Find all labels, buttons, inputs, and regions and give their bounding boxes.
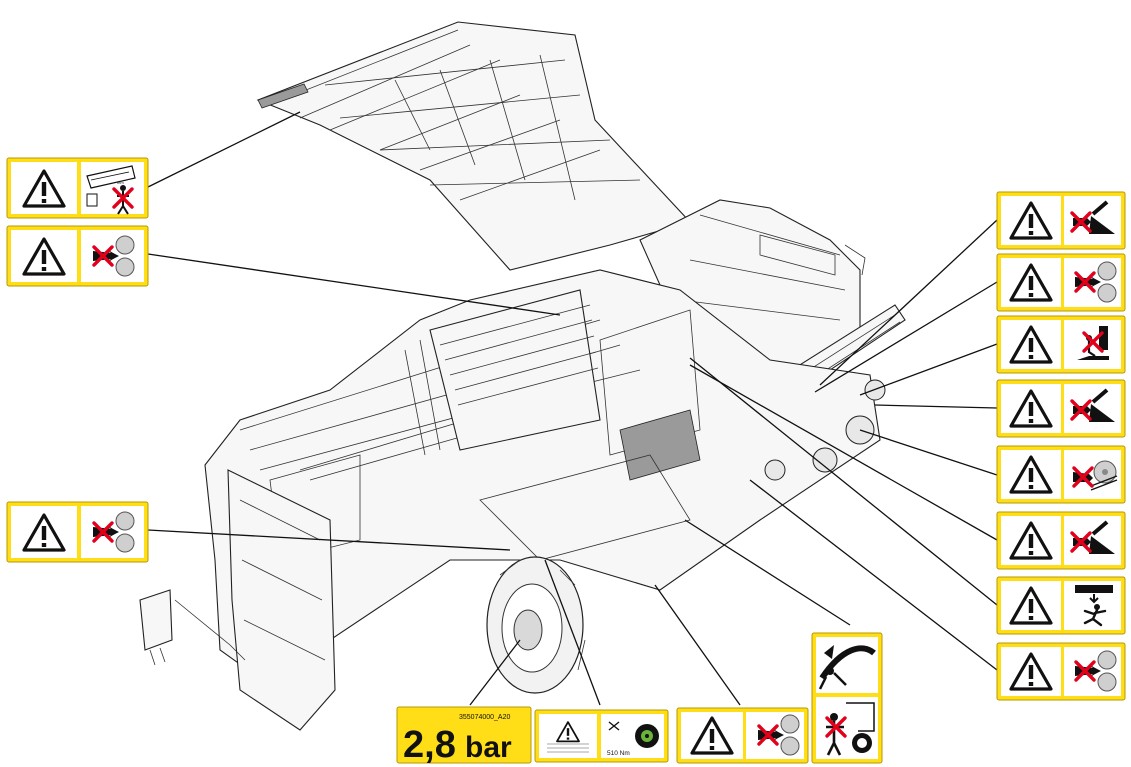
decal-crush-hazard-top xyxy=(6,225,149,287)
decal-falling-load xyxy=(996,576,1126,635)
pressure-value: 2,8 xyxy=(403,724,456,766)
harvester-drawing xyxy=(139,21,906,731)
wheel xyxy=(486,556,586,694)
decal-crush-hazard-right-1 xyxy=(996,253,1126,312)
decal-wheel-nut-torque: 510 Nm xyxy=(534,709,669,763)
wheel-nut-torque-icon xyxy=(608,721,659,748)
decal-pinch-point-2 xyxy=(996,379,1126,438)
svg-text:mm: mm xyxy=(117,180,124,185)
decal-tyre-pressure: 355074000_A20 2,8 bar xyxy=(396,706,532,766)
conveyor-draw-in-icon: mm xyxy=(86,165,136,215)
pressure-unit: bar xyxy=(465,731,512,764)
elevator-boom xyxy=(256,21,692,271)
decal-crush-hazard-right-2 xyxy=(996,642,1126,701)
decal-entanglement xyxy=(996,445,1126,504)
decal-no-standing xyxy=(996,315,1126,374)
decal-vertical-entanglement xyxy=(811,632,883,764)
decal-pinch-point-1 xyxy=(996,191,1126,250)
leader-lines xyxy=(147,111,998,706)
front-panel xyxy=(139,469,336,731)
decal-crush-hazard-middle xyxy=(6,501,149,563)
no-standing-under-load-icon xyxy=(1077,326,1109,360)
entanglement-disc-icon xyxy=(818,645,876,690)
part-number: 355074000_A20 xyxy=(459,714,510,721)
decal-crush-hazard-bottom xyxy=(676,707,809,764)
decal-pinch-point-3 xyxy=(996,511,1126,570)
decal-conveyor-warning: mm xyxy=(6,157,149,219)
torque-value: 510 Nm xyxy=(607,750,630,757)
torque-table xyxy=(547,743,589,753)
no-reach-in-icon xyxy=(825,702,875,756)
falling-load-icon xyxy=(1075,585,1113,627)
